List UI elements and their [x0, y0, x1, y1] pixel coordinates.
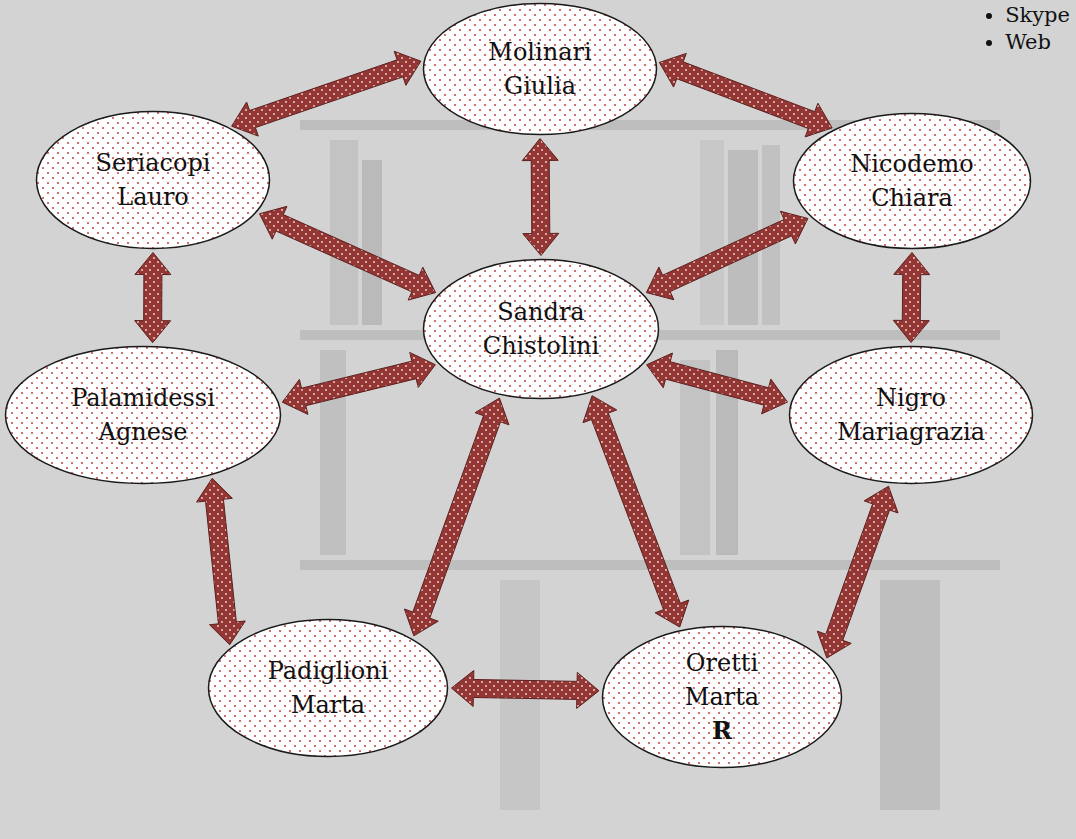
- ellipse-outline: [35, 110, 271, 250]
- ellipse-outline: [4, 345, 282, 485]
- person-ellipse: Nicodemo Chiara: [792, 112, 1032, 250]
- block-arrow: [646, 211, 807, 299]
- name-block: Oretti MartaR: [685, 646, 759, 748]
- name-block: Molinari Giulia: [488, 35, 591, 103]
- name-block: Sandra Chistolini: [483, 295, 599, 363]
- role-mark: R: [712, 714, 732, 748]
- block-arrow: [522, 139, 559, 256]
- book: [362, 160, 382, 325]
- block-arrow: [282, 352, 435, 414]
- name-block: Padiglioni Marta: [268, 654, 389, 722]
- block-arrow: [451, 670, 598, 708]
- block-arrow: [197, 478, 246, 644]
- ellipse-shape: [794, 114, 1031, 249]
- block-arrow: [659, 53, 832, 137]
- book: [330, 140, 358, 325]
- ellipse-shape: [37, 112, 270, 249]
- note-item: Skype: [1005, 2, 1070, 29]
- block-arrow: [404, 398, 509, 636]
- ellipse-shape: [424, 260, 659, 399]
- person-name: Nigro Mariagrazia: [837, 381, 985, 449]
- book: [700, 140, 724, 325]
- person-ellipse: Oretti MartaR: [601, 625, 843, 769]
- person-name: Oretti Marta: [685, 646, 759, 714]
- ellipse-shape: [424, 4, 657, 135]
- person-ellipse: Sandra Chistolini: [422, 258, 660, 400]
- person-ellipse: Nigro Mariagrazia: [788, 345, 1034, 485]
- ellipse-outline: [792, 112, 1032, 250]
- name-block: Nicodemo Chiara: [850, 147, 973, 215]
- person-name: Padiglioni Marta: [268, 654, 389, 722]
- person-name: Seriacopi Lauro: [95, 146, 210, 214]
- person-ellipse: Padiglioni Marta: [207, 618, 449, 758]
- person-ellipse: Molinari Giulia: [422, 2, 658, 136]
- block-arrow: [583, 396, 689, 627]
- book: [880, 580, 940, 810]
- ellipse-outline: [207, 618, 449, 758]
- block-arrow: [232, 51, 421, 136]
- block-arrow: [817, 486, 898, 658]
- name-block: Nigro Mariagrazia: [837, 381, 985, 449]
- ellipse-outline: [788, 345, 1034, 485]
- ellipse-shape: [209, 620, 448, 757]
- name-block: Palamidessi Agnese: [71, 381, 215, 449]
- ellipse-outline: [422, 2, 658, 136]
- name-block: Seriacopi Lauro: [95, 146, 210, 214]
- ellipse-shape: [790, 347, 1033, 484]
- block-arrow: [893, 253, 929, 343]
- person-ellipse: Palamidessi Agnese: [4, 345, 282, 485]
- ellipse-shape: [603, 627, 842, 768]
- ellipse-outline: [422, 258, 660, 400]
- person-ellipse: Seriacopi Lauro: [35, 110, 271, 250]
- ellipse-shape: [6, 347, 281, 484]
- note-list: SkypeWeb: [983, 2, 1070, 56]
- note-item: Web: [1005, 29, 1070, 56]
- block-arrow: [647, 353, 788, 414]
- block-arrow: [135, 253, 171, 343]
- person-name: Palamidessi Agnese: [71, 381, 215, 449]
- person-name: Molinari Giulia: [488, 35, 591, 103]
- block-arrow: [260, 206, 436, 300]
- person-name: Nicodemo Chiara: [850, 147, 973, 215]
- person-name: Sandra Chistolini: [483, 295, 599, 363]
